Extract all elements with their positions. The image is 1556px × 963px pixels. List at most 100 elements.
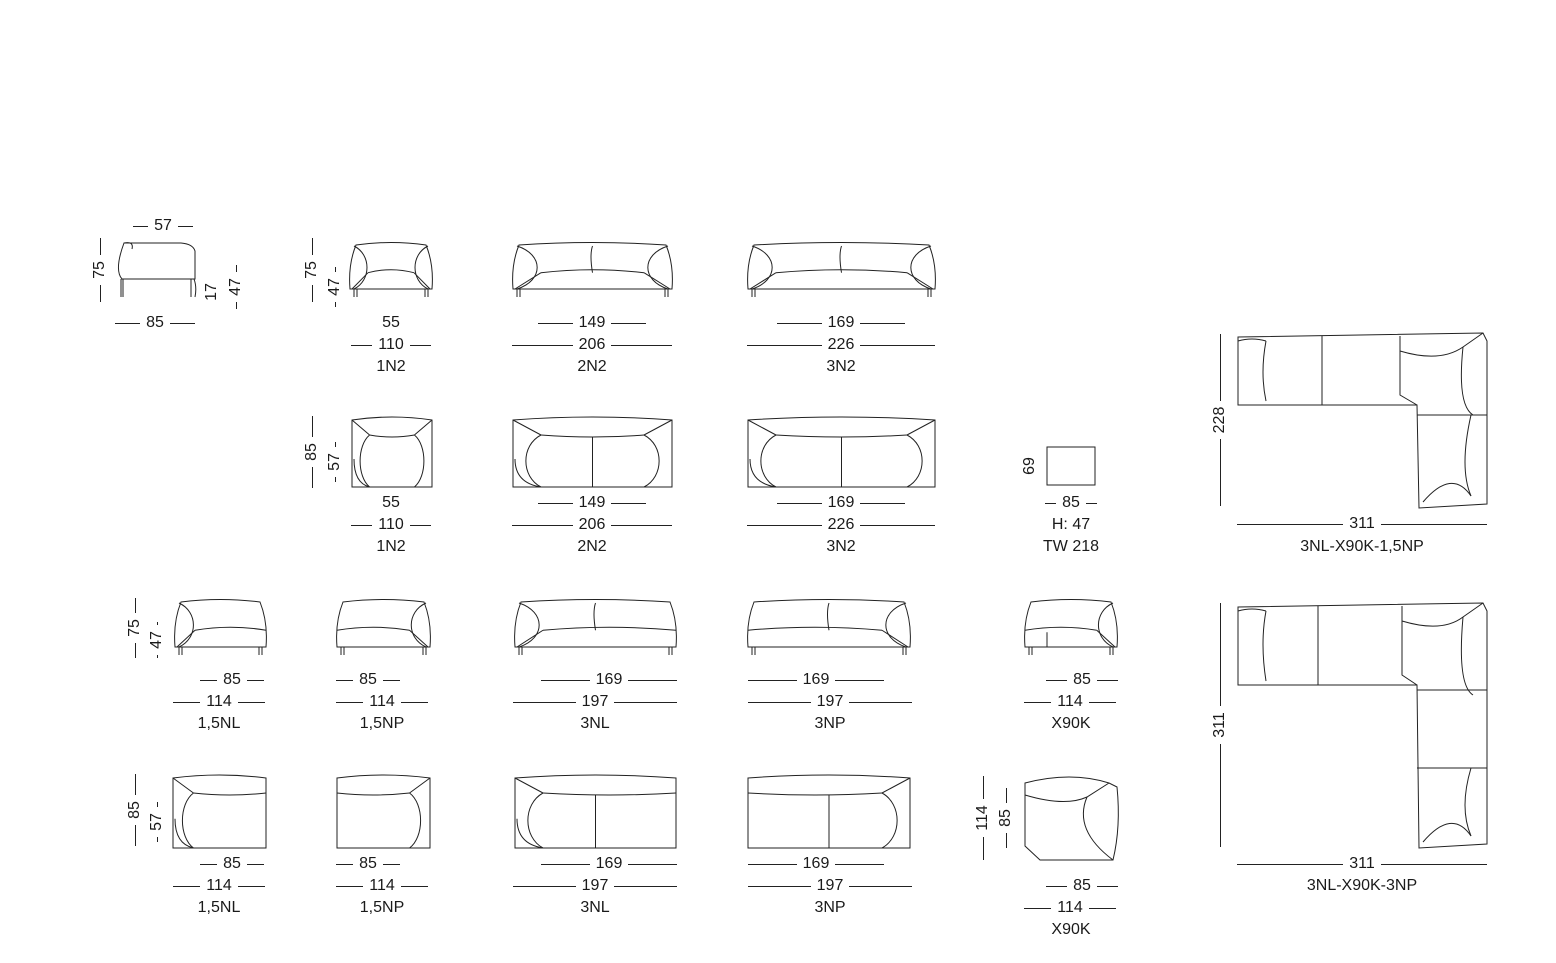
dimension-line <box>246 679 265 681</box>
dimension-line <box>134 642 136 658</box>
module-code: 3NL-X90K-1,5NP <box>1300 538 1424 555</box>
sofa-13-arm-right <box>1098 602 1114 648</box>
sofa-11-arm-left-edge <box>516 629 544 648</box>
dimension-line <box>1088 701 1117 703</box>
dimension-line <box>747 344 822 346</box>
dimension-value: 311 <box>1349 515 1375 532</box>
horizontal-dimension: 206 <box>512 516 673 534</box>
sofa-14-outline <box>172 774 267 849</box>
horizontal-dimension: 197 <box>748 877 913 895</box>
horizontal-dimension: 169 <box>748 671 885 689</box>
sofa-4-arm-left-front <box>353 458 370 488</box>
dimension-value: 114 <box>1057 693 1083 710</box>
sofa-9-outline <box>174 599 267 648</box>
sofa-14-back-line <box>193 792 267 796</box>
sofa-4-arm-right <box>414 419 433 488</box>
horizontal-dimension: 114 <box>336 877 429 895</box>
dimension-value: 69 <box>1021 457 1038 475</box>
dimension-line <box>748 679 797 681</box>
dimension-line <box>747 524 822 526</box>
horizontal-dimension: 85 <box>1046 877 1119 895</box>
horizontal-dimension: 85 <box>336 671 401 689</box>
horizontal-dimension: 85 <box>115 314 196 332</box>
dimension-line <box>1219 602 1221 707</box>
sofa-19-corner-back <box>1401 602 1484 627</box>
horizontal-dimension: 311 <box>1237 855 1488 873</box>
dimension-line <box>237 701 266 703</box>
dimension-line <box>336 863 354 865</box>
dimension-line <box>611 502 647 504</box>
sofa-11-arm-left <box>518 602 540 648</box>
dimension-line <box>1088 907 1117 909</box>
dimension-value: 197 <box>816 693 844 710</box>
horizontal-dimension: 169 <box>777 494 906 512</box>
sofa-14-arm-left-front <box>174 818 194 849</box>
dimension-line <box>835 863 885 865</box>
horizontal-dimension: 114 <box>1024 899 1117 917</box>
dimension-line <box>400 701 429 703</box>
dimension-line <box>1024 907 1052 909</box>
dimension-value: 47 <box>326 278 343 296</box>
dimension-line <box>1046 885 1068 887</box>
module-code: X90K <box>1051 715 1091 732</box>
sofa-16-arm-left-front <box>516 818 544 849</box>
vertical-dimension: 85 <box>126 773 144 846</box>
dimension-value: 55 <box>382 494 400 511</box>
sofa-8-seat-dividers <box>1321 336 1418 406</box>
module-code: 3NP <box>814 899 846 916</box>
sofa-2-legs <box>516 289 669 297</box>
dimension-value: 47 <box>148 631 165 649</box>
sofa-12-divider <box>827 602 830 631</box>
dimension-text: H: 47 <box>1051 516 1091 533</box>
dimension-line <box>611 344 673 346</box>
dimension-line <box>541 679 590 681</box>
horizontal-dimension: 197 <box>513 693 678 711</box>
sofa-1-arm-left-edge <box>351 272 369 290</box>
sofa-19-arm-left-top <box>1237 608 1267 612</box>
module-code: 3NP <box>814 715 846 732</box>
sofa-6-arm-left-front <box>749 458 777 488</box>
horizontal-dimension: 169 <box>748 855 885 873</box>
dimension-line <box>237 885 266 887</box>
dimension-value: 114 <box>1057 899 1083 916</box>
dimension-line <box>860 502 906 504</box>
sofa-15-back-line <box>336 792 410 796</box>
dimension-value: 149 <box>578 494 606 511</box>
dimension-value: 85 <box>359 671 377 688</box>
dimension-line <box>1096 679 1119 681</box>
sofa-4-arm-left <box>351 419 370 488</box>
dimension-line <box>169 322 196 324</box>
dimension-value: 85 <box>223 855 241 872</box>
module-code: 1,5NL <box>197 899 241 916</box>
dimension-line <box>1096 885 1119 887</box>
dimension-line <box>336 701 364 703</box>
dimension-line <box>538 502 573 504</box>
dimension-line <box>1219 743 1221 847</box>
sofa-18-arm <box>1082 796 1114 861</box>
dimension-value: 311 <box>1349 855 1375 872</box>
sofa-15-arm-right <box>409 777 431 849</box>
sofa-3-outline <box>747 242 936 290</box>
dimension-value: 169 <box>595 671 623 688</box>
dimension-value: 110 <box>378 516 404 533</box>
dimension-line <box>1046 679 1068 681</box>
dimension-line <box>334 441 336 448</box>
horizontal-dimension: 110 <box>351 516 432 534</box>
dimension-value: 57 <box>148 813 165 831</box>
sofa-1-arm-right-edge <box>413 272 431 290</box>
dimension-value: 197 <box>816 877 844 894</box>
dimension-value: 114 <box>206 693 232 710</box>
sofa-1-outline <box>349 242 433 290</box>
dimension-line <box>1219 439 1221 506</box>
sofa-4-back-line <box>369 434 415 438</box>
sofa-17-arm-right <box>881 777 911 849</box>
horizontal-dimension: 114 <box>1024 693 1117 711</box>
sofa-19-arm-right <box>1464 767 1472 837</box>
module-code: 3N2 <box>826 538 856 555</box>
dimension-line <box>156 654 158 658</box>
dimension-line <box>409 344 432 346</box>
vertical-dimension: 17 <box>203 282 221 302</box>
dimension-value: 228 <box>1211 406 1228 434</box>
sofa-12-seat-line <box>747 626 883 631</box>
dimension-line <box>628 863 678 865</box>
